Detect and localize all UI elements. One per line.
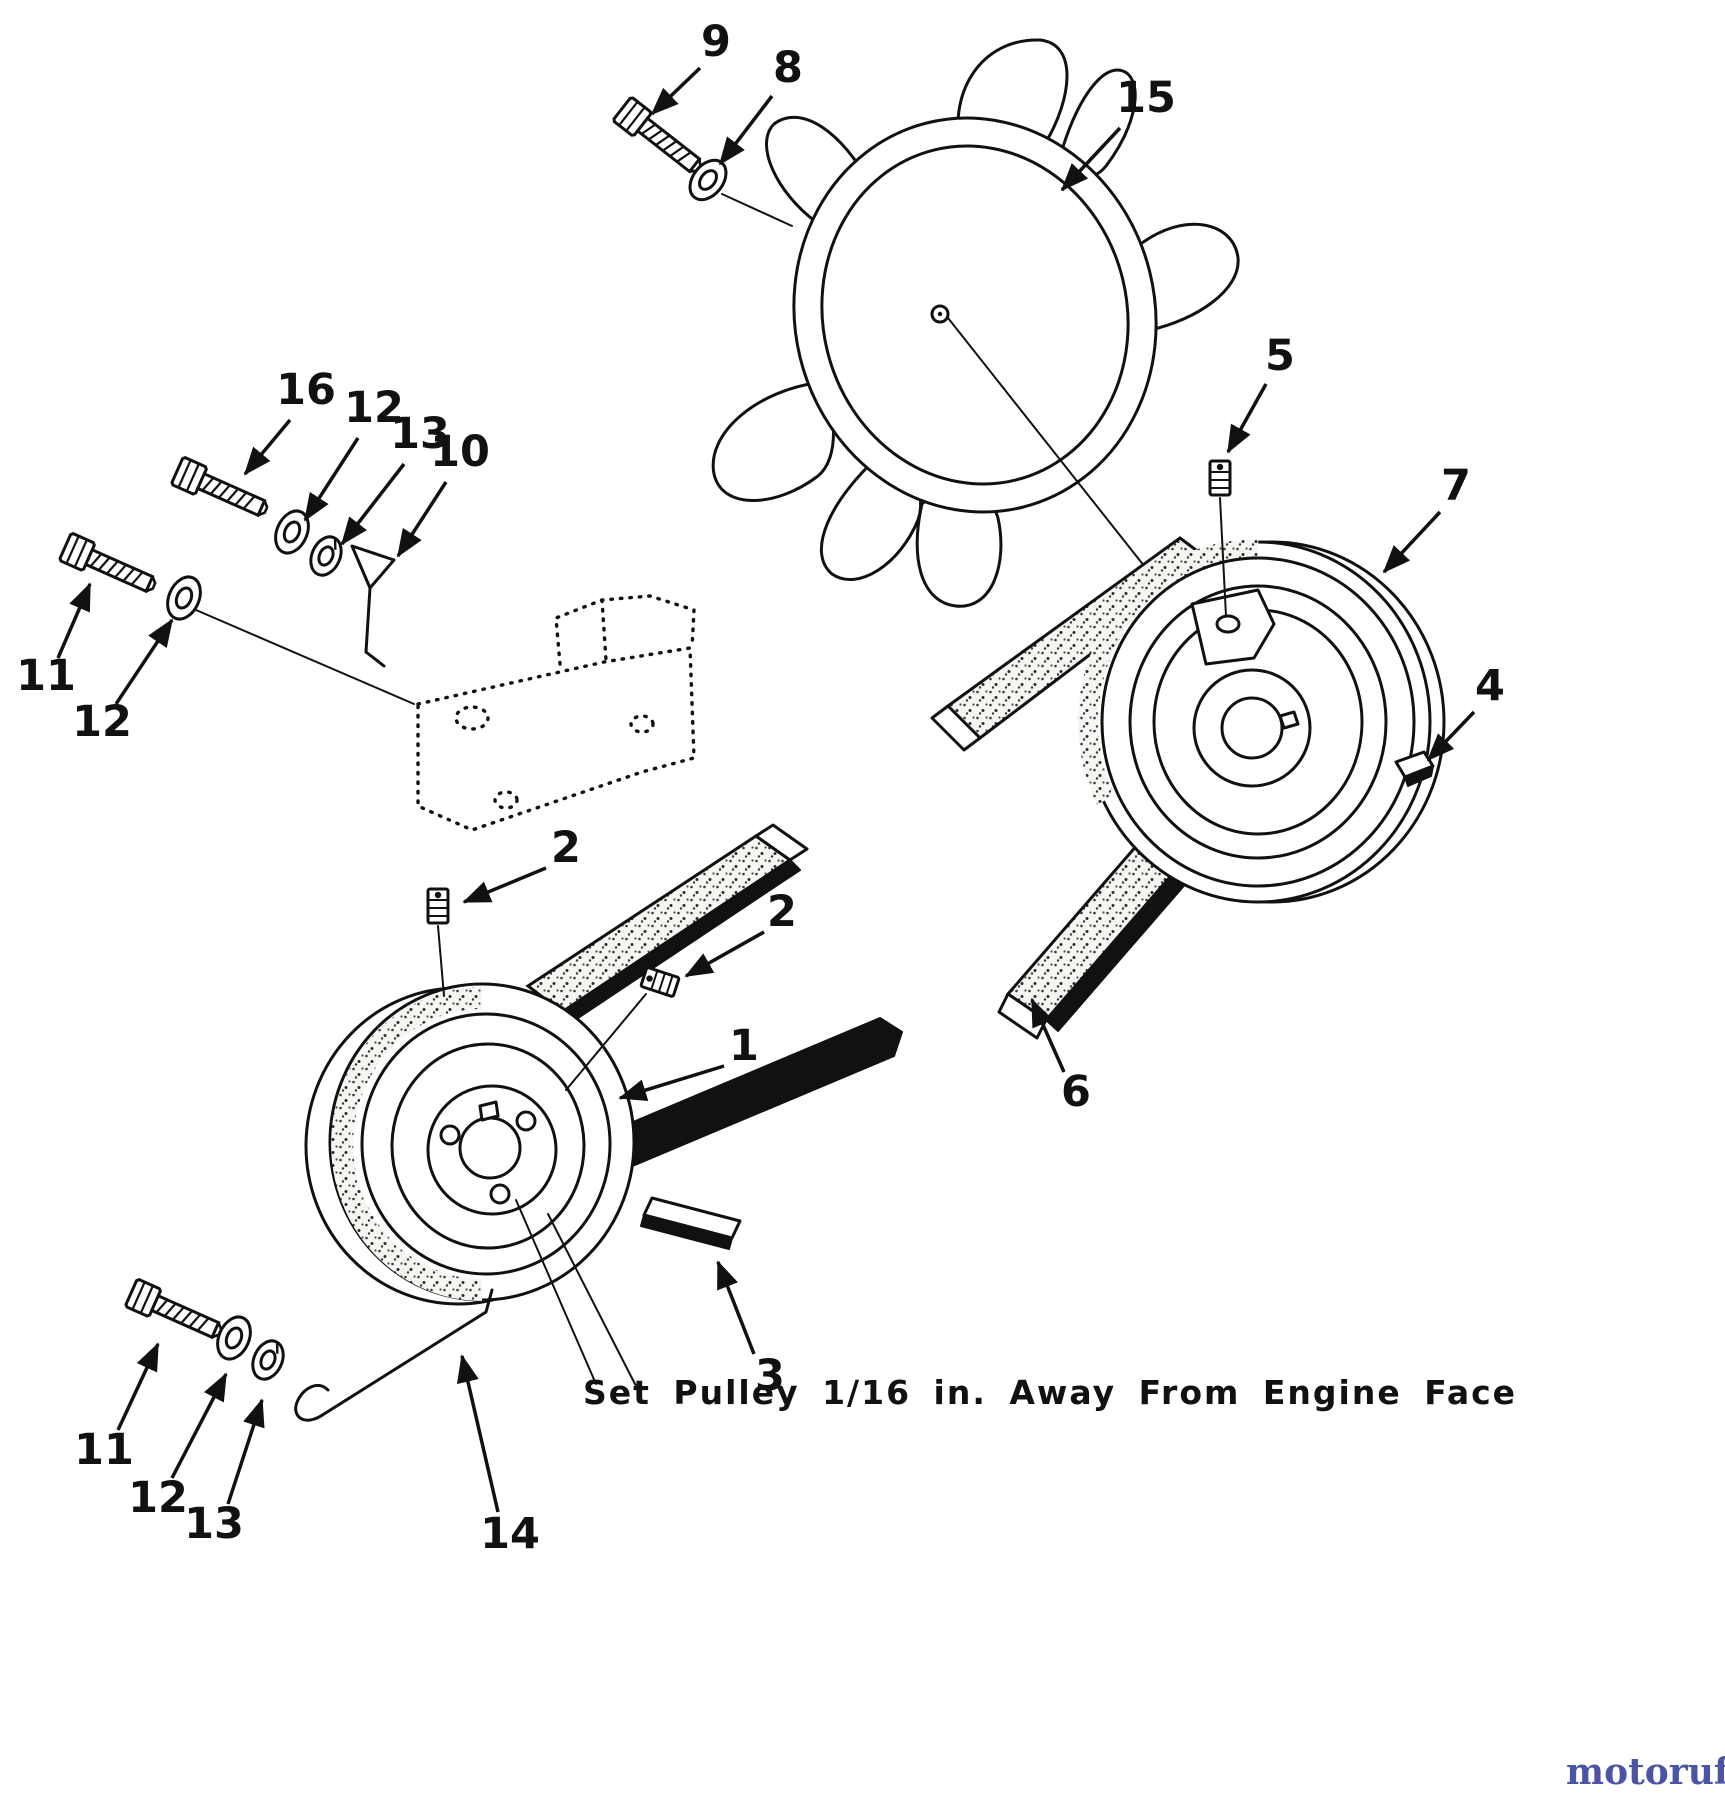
callout-4-label: 4 [1475,661,1505,711]
callout-16-label: 16 [276,365,336,415]
callout-3: 3 [716,1260,785,1401]
callout-13-b: 13 [184,1398,265,1549]
callout-2-b: 2 [684,887,797,978]
lockwasher-13-a [303,530,349,582]
belt-end-face [930,704,982,752]
washer-12-b [159,570,209,626]
callout-4: 4 [1426,661,1505,762]
key-3 [640,1196,742,1250]
belt-guide-rod-14 [294,1288,494,1422]
callout-6-label: 6 [1061,1067,1091,1117]
callout-15: 15 [1060,73,1176,192]
hex-bolt-11-a [57,531,162,602]
callout-2-a: 2 [462,823,581,904]
callout-6: 6 [1030,998,1091,1117]
callout-2b-label: 2 [767,887,797,937]
callout-8: 8 [718,43,803,166]
set-screw-5-leader [1219,497,1227,617]
pulley-7-bore [1220,696,1284,760]
callout-14: 14 [456,1354,540,1559]
fan-blade [711,380,835,502]
washer-12-c [209,1310,259,1366]
pulley-1-bore [458,1116,522,1180]
callout-9-label: 9 [701,17,731,67]
callout-5: 5 [1226,331,1295,454]
hex-bolt-16 [169,455,274,526]
callout-1-label: 1 [729,1021,759,1071]
pulley-7-rim-shading [1078,539,1259,805]
callout-15-label: 15 [1116,73,1176,123]
callout-13a-label: 13 [390,409,450,459]
callout-8-label: 8 [773,43,803,93]
callout-10: 10 [396,427,490,558]
set-screw-2-b [639,965,681,999]
callout-7-label: 7 [1441,461,1471,511]
set-screw-2a-leader [437,925,445,997]
callout-12b-label: 12 [72,697,132,747]
callout-13-a: 13 [340,409,450,546]
belt-end-face [754,823,809,862]
callout-9: 9 [650,17,731,116]
pulley-7-keyway [1278,710,1300,730]
callout-14-label: 14 [480,1509,540,1559]
callout-11a-label: 11 [16,651,76,701]
key-4 [1394,750,1435,787]
callout-12c-label: 12 [128,1473,188,1523]
callout-1: 1 [618,1021,759,1101]
callout-11b-label: 11 [74,1425,134,1475]
fan-hub-center [937,311,943,317]
callout-10-label: 10 [430,427,490,477]
set-screw-2-a [426,887,450,925]
note-leader [547,1213,637,1387]
callout-11-b: 11 [74,1342,160,1475]
set-screw-2b-leader [565,993,647,1091]
pulley-1-rim-shading [331,987,483,1301]
callout-13b-label: 13 [184,1499,244,1549]
set-screw-5 [1208,459,1232,497]
fan-part [711,38,1240,635]
pulley-1-keyway [478,1100,500,1122]
callout-12-b: 12 [72,618,174,747]
callout-7: 7 [1382,461,1471,574]
belt-guide-10 [350,544,396,668]
lockwasher-13-b [245,1334,291,1386]
mounting-bracket [416,594,696,832]
watermark-brand[interactable]: motoruf [1566,1751,1725,1793]
callout-12-c: 12 [128,1372,228,1523]
callout-12a-label: 12 [344,383,404,433]
hex-bolt-9 [611,95,710,182]
pulley-1 [304,982,636,1306]
callout-5-label: 5 [1265,331,1295,381]
note-leader [515,1199,597,1385]
callout-3-label: 3 [755,1351,785,1401]
hardware-axis-leader [195,609,415,705]
callout-16: 16 [243,365,336,476]
pulley-7 [1078,539,1446,904]
fan-ring-inner [820,144,1130,486]
callout-12-a: 12 [303,383,404,522]
hex-bolt-11-b [123,1277,228,1348]
callout-11-a: 11 [16,582,92,701]
washer-8-leader [721,193,793,227]
drive-belt-6-segment [1005,842,1179,1022]
pulley-setting-note: Set Pulley 1/16 in. Away From Engine Fac… [583,1373,1517,1412]
callout-2a-label: 2 [551,823,581,873]
watermark-logo[interactable]: motoruf.de [1566,1751,1725,1793]
